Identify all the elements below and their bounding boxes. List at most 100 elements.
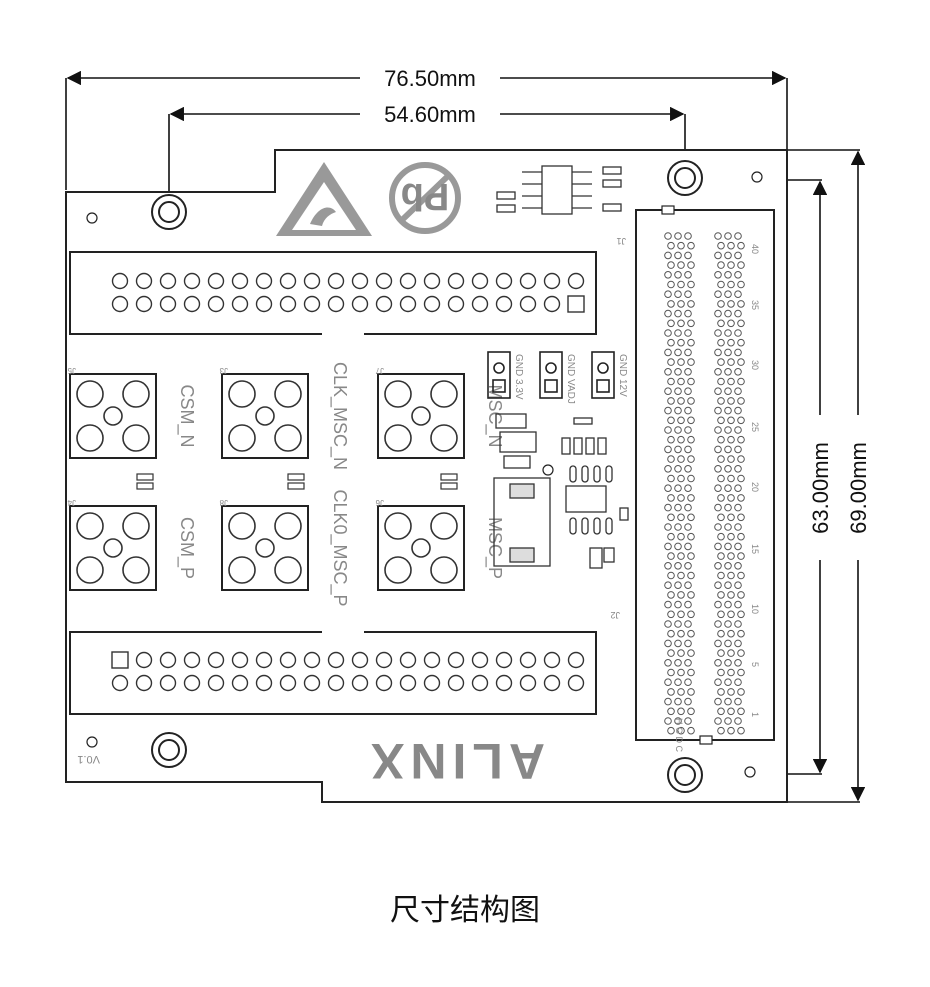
header-pin — [327, 295, 345, 313]
fmc-pin — [664, 368, 672, 376]
fmc-pin — [674, 309, 682, 318]
header-pin — [207, 651, 225, 669]
fmc-pin — [667, 610, 675, 619]
fmc-pin — [724, 678, 732, 687]
fmc-pin — [687, 591, 695, 599]
fmc-pin — [687, 707, 695, 716]
fmc-pin — [717, 532, 725, 541]
fmc-pin — [664, 445, 672, 454]
fmc-pin — [737, 668, 745, 677]
header-pin — [207, 674, 225, 692]
alinx-logo: ALINX — [365, 733, 545, 789]
jumper-label-3: GND 12V — [617, 354, 628, 397]
fmc-pin — [677, 726, 685, 735]
fmc-pin — [674, 426, 682, 434]
dim-total-height: 69.00mm — [846, 442, 871, 534]
fmc-pin — [717, 300, 725, 308]
fmc-pin — [674, 387, 682, 396]
jumper-label-1: GND 3.3V — [513, 354, 524, 400]
fmc-pin — [684, 600, 692, 609]
header-pin — [231, 651, 249, 669]
fmc-pin — [724, 542, 732, 551]
fmc-pin — [727, 300, 735, 308]
header-bottom-ref: J2 — [610, 610, 620, 620]
fmc-pin — [677, 649, 685, 657]
header-pin — [207, 295, 225, 313]
fmc-pin — [714, 600, 722, 609]
fmc-pin — [717, 688, 725, 696]
sma-ref-label: J8 — [219, 498, 228, 507]
header-pin — [399, 295, 417, 313]
fmc-pin — [724, 251, 732, 260]
fmc-pin — [727, 397, 735, 405]
fmc-pin — [717, 629, 725, 638]
fmc-pin — [677, 707, 685, 716]
fmc-pin — [677, 319, 685, 328]
fmc-pin — [737, 377, 745, 386]
dim-hole-span-height: 63.00mm — [808, 442, 833, 534]
fmc-pin — [687, 552, 695, 560]
fmc-pin — [664, 290, 672, 299]
fmc-pin — [674, 620, 682, 628]
sma-connector — [377, 505, 465, 591]
header-pin — [351, 272, 369, 290]
fmc-pin — [727, 358, 735, 366]
fmc-pin — [737, 280, 745, 289]
fmc-pin — [687, 338, 695, 347]
fmc-pin — [664, 620, 672, 628]
fmc-pin — [687, 358, 695, 366]
fmc-pin — [677, 688, 685, 696]
header-pin — [423, 295, 441, 313]
fmc-pin — [667, 300, 675, 308]
fmc-pin — [684, 251, 692, 260]
sma-connector — [69, 373, 157, 459]
fmc-pin — [737, 338, 745, 347]
header-pin — [327, 674, 345, 692]
fmc-pin — [674, 348, 682, 357]
fmc-pin — [677, 261, 685, 269]
lead-free-icon: Pb — [389, 162, 461, 234]
fmc-pin — [684, 542, 692, 551]
fmc-pin — [724, 309, 732, 318]
fmc-pin — [674, 678, 682, 687]
fmc-pin — [687, 726, 695, 735]
fmc-pin — [724, 465, 732, 473]
jumper-label-2: GND VADJ — [565, 354, 576, 404]
fmc-pin — [727, 668, 735, 677]
fmc-pin — [714, 290, 722, 299]
fmc-pin — [684, 406, 692, 415]
fmc-pin — [684, 620, 692, 628]
header-pin — [495, 651, 513, 669]
fmc-pin — [667, 707, 675, 716]
fmc-pin — [687, 668, 695, 677]
fmc-pin — [734, 290, 742, 299]
fmc-pin — [664, 348, 672, 357]
fmc-pin — [664, 271, 672, 279]
fmc-pin — [684, 368, 692, 376]
fmc-pin — [714, 697, 722, 706]
fmc-pin — [664, 309, 672, 318]
fmc-pin — [727, 377, 735, 386]
fmc-pin — [734, 445, 742, 454]
header-top-ref: J1 — [616, 236, 626, 246]
fmc-pin — [674, 503, 682, 512]
fmc-pin — [734, 542, 742, 551]
fmc-pin — [667, 688, 675, 696]
fmc-pin — [727, 571, 735, 580]
fmc-pin — [727, 474, 735, 483]
fmc-pin — [687, 261, 695, 269]
fmc-pin — [687, 280, 695, 289]
fmc-pin — [664, 503, 672, 512]
fmc-pin — [677, 241, 685, 250]
fmc-pin — [684, 503, 692, 512]
sma-net-label: CLK0_MSC_P — [329, 489, 350, 606]
header-pin — [255, 295, 273, 313]
fmc-pin — [724, 387, 732, 396]
fmc-pin — [674, 445, 682, 454]
fmc-pin — [714, 251, 722, 260]
fmc-pin — [684, 581, 692, 590]
fmc-pin — [717, 707, 725, 716]
fmc-pin — [727, 649, 735, 657]
fmc-pin — [727, 726, 735, 735]
fmc-pin — [677, 416, 685, 425]
